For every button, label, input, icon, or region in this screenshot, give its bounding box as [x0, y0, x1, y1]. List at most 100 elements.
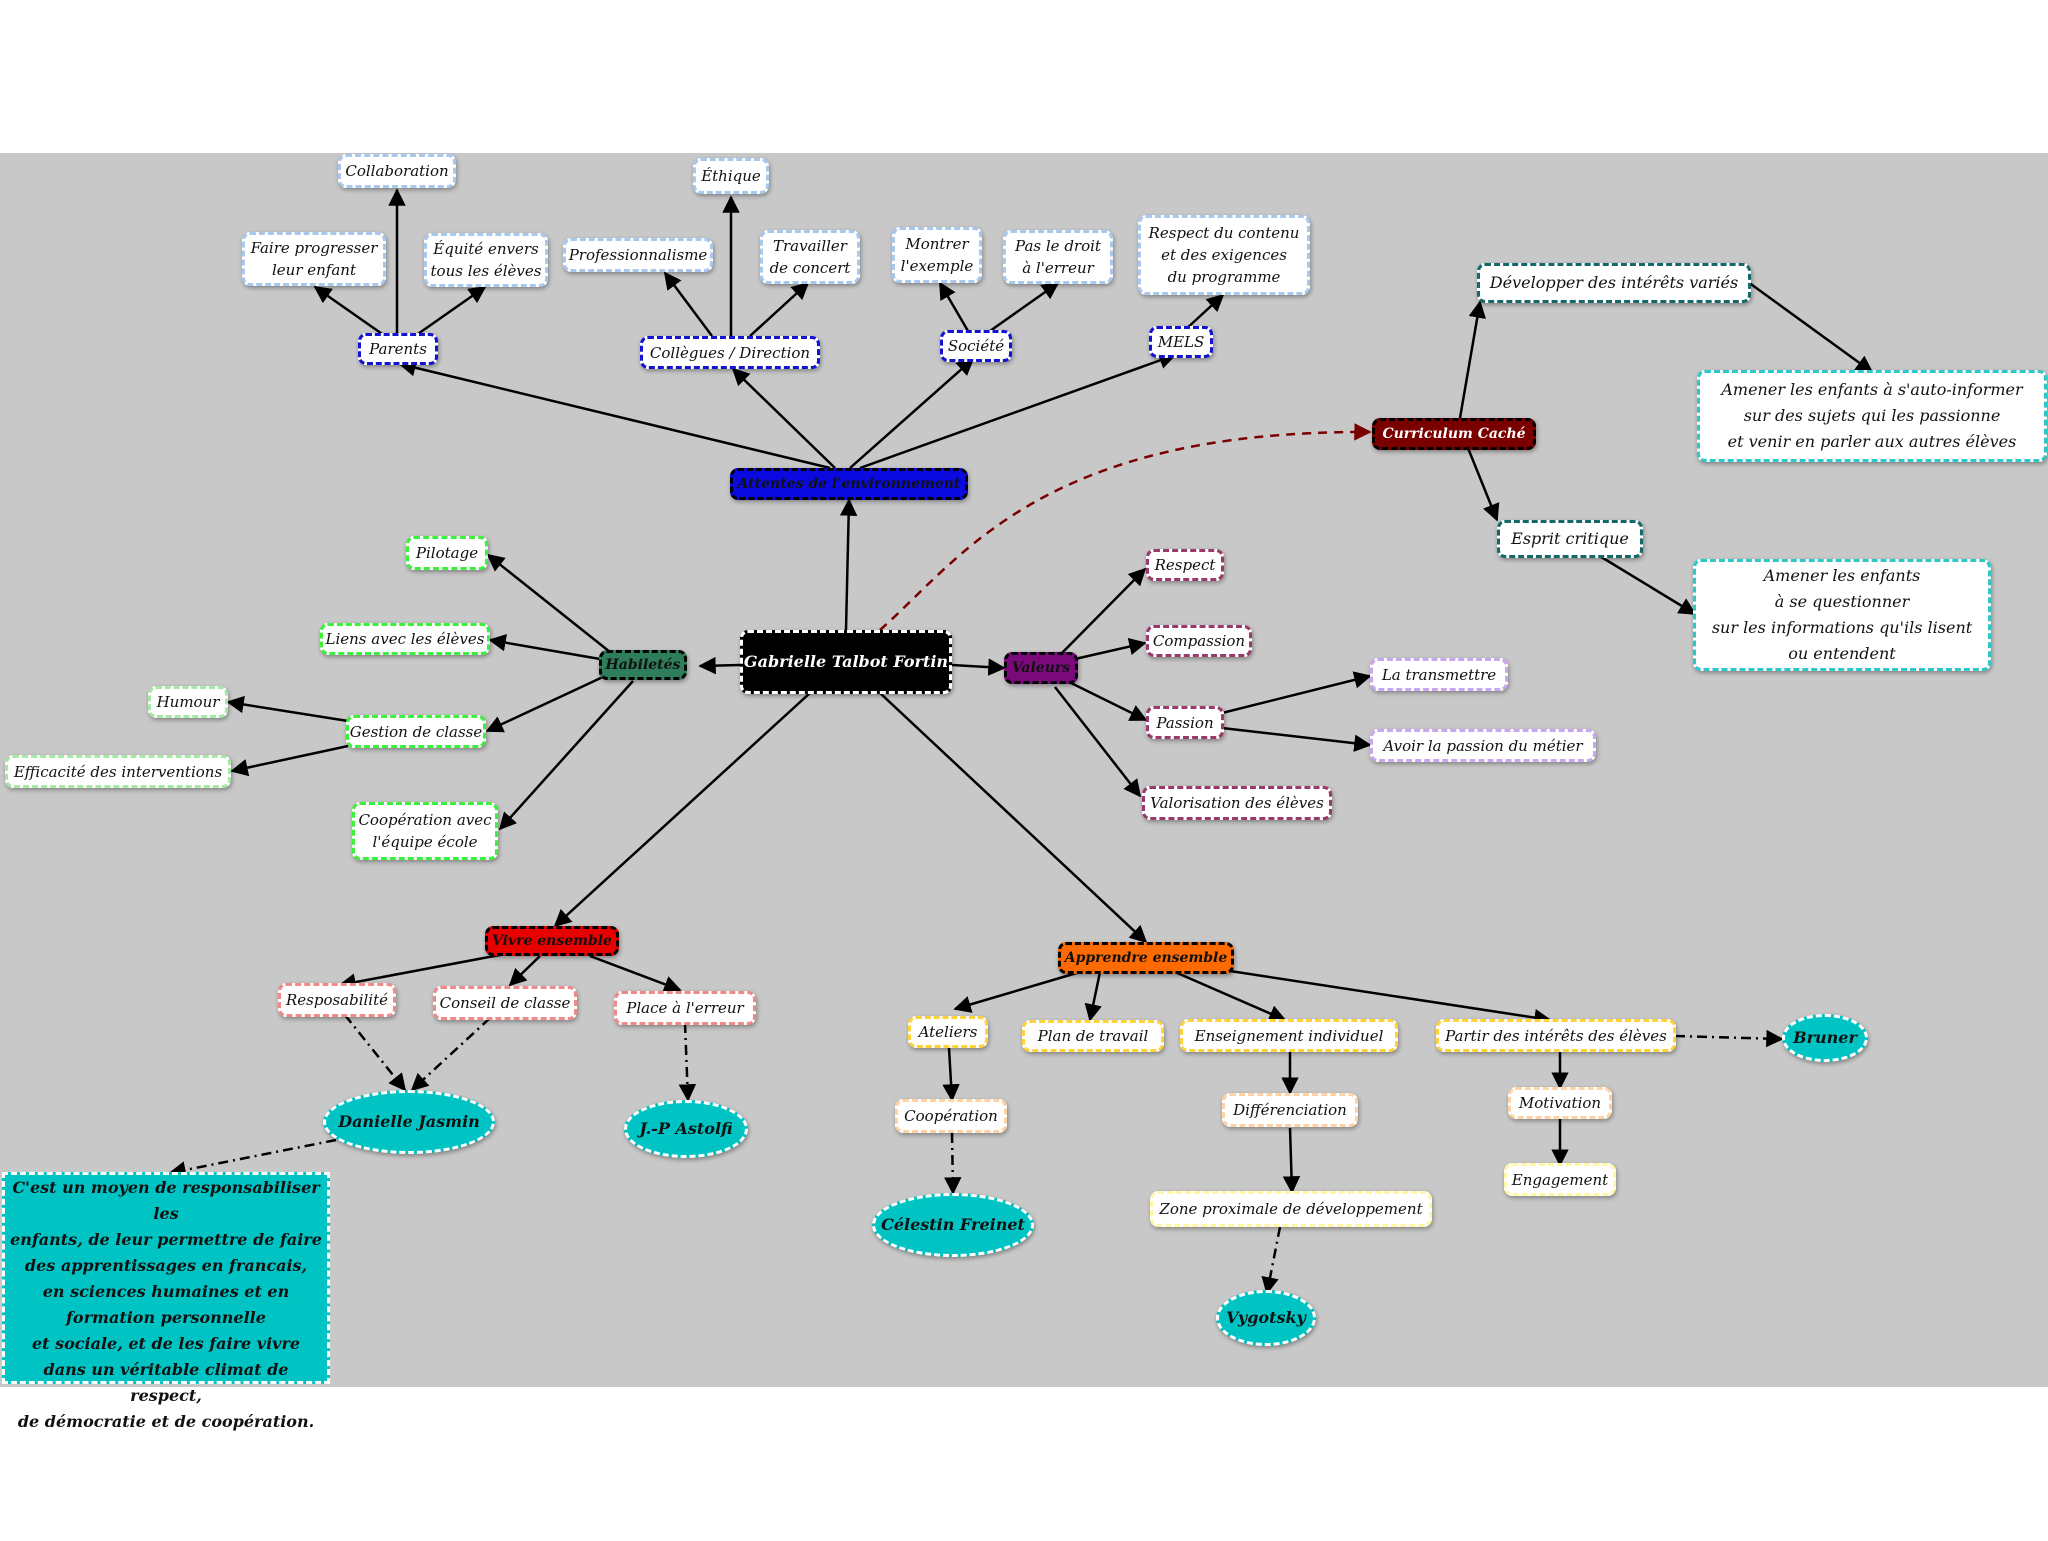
link-resp-danielle: [344, 1014, 407, 1092]
link-passion-transmettre: [1221, 671, 1372, 715]
theorist-bruner[interactable]: Bruner: [1782, 1014, 1868, 1062]
node-montrer[interactable]: Montrer l'exemple: [892, 227, 982, 283]
link-app-partir: [1229, 969, 1552, 1027]
link-val-compassion: [1074, 637, 1147, 661]
node-efficacite[interactable]: Efficacité des interventions: [5, 755, 231, 788]
link-societe-montrer: [938, 281, 970, 332]
link-conseil-danielle: [410, 1017, 491, 1092]
link-center-vivre: [553, 692, 811, 928]
link-val-valorisation: [1054, 686, 1142, 798]
node-collaboration[interactable]: Collaboration: [338, 154, 456, 188]
node-transmettre[interactable]: La transmettre: [1370, 658, 1508, 691]
link-place-astolfi: [678, 1022, 697, 1102]
node-motivation[interactable]: Motivation: [1508, 1087, 1612, 1119]
node-habiletes[interactable]: Habiletés: [599, 650, 687, 680]
node-ethique[interactable]: Éthique: [693, 158, 769, 194]
node-place-erreur[interactable]: Place à l'erreur: [614, 991, 756, 1025]
node-ateliers[interactable]: Ateliers: [908, 1016, 988, 1048]
node-gestion[interactable]: Gestion de classe: [346, 715, 486, 748]
link-center-habiletes: [698, 656, 741, 675]
link-parents-equite: [414, 285, 487, 338]
node-pas-droit[interactable]: Pas le droit à l'erreur: [1003, 230, 1113, 284]
link-diff-zone: [1282, 1127, 1301, 1194]
node-pilotage[interactable]: Pilotage: [406, 536, 488, 570]
node-parents[interactable]: Parents: [358, 333, 438, 365]
node-engagement[interactable]: Engagement: [1504, 1163, 1616, 1196]
node-differenciation[interactable]: Différenciation: [1222, 1093, 1358, 1127]
node-curriculum[interactable]: Curriculum Caché: [1372, 418, 1536, 450]
link-hab-gestion: [485, 674, 606, 733]
node-zone[interactable]: Zone proximale de développement: [1150, 1191, 1432, 1227]
center-node[interactable]: Gabrielle Talbot Fortin: [740, 630, 952, 694]
node-liens[interactable]: Liens avec les élèves: [320, 623, 490, 655]
link-val-respect: [1059, 567, 1147, 656]
link-attentes-parents: [398, 359, 831, 470]
connector-layer: [168, 188, 1874, 1295]
link-coop-freinet: [943, 1132, 962, 1195]
link-esprit-amener: [1597, 553, 1697, 616]
link-hab-cooperation: [498, 680, 634, 831]
link-app-ens: [1174, 970, 1287, 1022]
node-apprendre[interactable]: Apprendre ensemble: [1058, 942, 1234, 974]
node-equite[interactable]: Équité envers tous les élèves: [424, 233, 548, 287]
theorist-astolfi[interactable]: J.-P Astolfi: [624, 1100, 748, 1158]
node-amener-auto[interactable]: Amener les enfants à s'auto-informer sur…: [1697, 370, 2047, 462]
link-collegues-travailler: [749, 281, 810, 337]
node-cooperation[interactable]: Coopération: [895, 1099, 1007, 1133]
link-developper-amener: [1747, 280, 1874, 374]
theorist-freinet[interactable]: Célestin Freinet: [872, 1193, 1034, 1257]
node-enseignement[interactable]: Enseignement individuel: [1180, 1019, 1398, 1052]
link-curr-developper: [1458, 300, 1486, 419]
link-vivre-conseil: [508, 955, 541, 987]
node-vivre[interactable]: Vivre ensemble: [485, 926, 619, 956]
node-conseil[interactable]: Conseil de classe: [433, 986, 577, 1020]
node-developper[interactable]: Développer des intérêts variés: [1477, 263, 1751, 303]
link-gestion-efficacite: [230, 744, 349, 777]
theorist-vygotsky[interactable]: Vygotsky: [1216, 1290, 1316, 1346]
link-zone-vygotsky: [1261, 1226, 1282, 1295]
link-center-valeurs: [951, 658, 1006, 676]
link-hab-liens: [488, 634, 601, 661]
node-resposabilite[interactable]: Resposabilité: [278, 983, 396, 1017]
link-attentes-societe: [849, 357, 975, 469]
node-mels[interactable]: MELS: [1149, 326, 1213, 358]
link-societe-pasdroit: [989, 281, 1060, 333]
node-societe[interactable]: Société: [940, 330, 1012, 362]
node-faire-progresser[interactable]: Faire progresser leur enfant: [242, 232, 386, 286]
link-app-ateliers: [953, 970, 1081, 1013]
link-val-passion: [1064, 678, 1148, 722]
link-vivre-place: [589, 954, 682, 993]
node-professionnalisme[interactable]: Professionnalisme: [563, 238, 713, 272]
node-cooperation-equipe[interactable]: Coopération avec l'équipe école: [352, 802, 498, 860]
link-center-apprendre: [879, 692, 1148, 944]
link-partir-bruner: [1674, 1029, 1784, 1048]
node-plan[interactable]: Plan de travail: [1022, 1020, 1164, 1052]
node-collegues[interactable]: Collègues / Direction: [640, 336, 820, 369]
node-esprit[interactable]: Esprit critique: [1497, 520, 1643, 558]
link-app-plan: [1084, 971, 1102, 1022]
node-travailler[interactable]: Travailler de concert: [760, 230, 860, 284]
link-vivre-resp: [338, 952, 506, 991]
node-compassion[interactable]: Compassion: [1146, 625, 1252, 657]
link-gestion-humour: [226, 695, 349, 723]
link-ateliers-coop: [942, 1047, 960, 1102]
node-humour[interactable]: Humour: [148, 686, 228, 718]
node-avoir-passion[interactable]: Avoir la passion du métier: [1370, 729, 1596, 762]
theorist-danielle-jasmin[interactable]: Danielle Jasmin: [323, 1090, 495, 1154]
link-attentes-collegues: [731, 367, 836, 469]
link-attentes-mels: [859, 352, 1177, 470]
node-passion[interactable]: Passion: [1146, 706, 1224, 739]
link-mels-respect: [1184, 293, 1225, 331]
node-valeurs[interactable]: Valeurs: [1004, 652, 1078, 684]
node-attentes[interactable]: Attentes de l'environnement: [730, 468, 968, 500]
link-curr-esprit: [1466, 447, 1500, 522]
concept-map-canvas: [0, 153, 2048, 1387]
node-amener-question[interactable]: Amener les enfants à se questionner sur …: [1693, 559, 1991, 671]
node-respect-contenu[interactable]: Respect du contenu et des exigences du p…: [1138, 215, 1310, 295]
link-hab-pilotage: [486, 553, 611, 653]
link-passion-avoir: [1221, 726, 1372, 752]
node-partir[interactable]: Partir des intérêts des élèves: [1436, 1019, 1676, 1052]
node-valorisation[interactable]: Valorisation des élèves: [1142, 786, 1332, 820]
node-respect[interactable]: Respect: [1146, 549, 1224, 581]
link-center-attentes: [839, 498, 858, 631]
